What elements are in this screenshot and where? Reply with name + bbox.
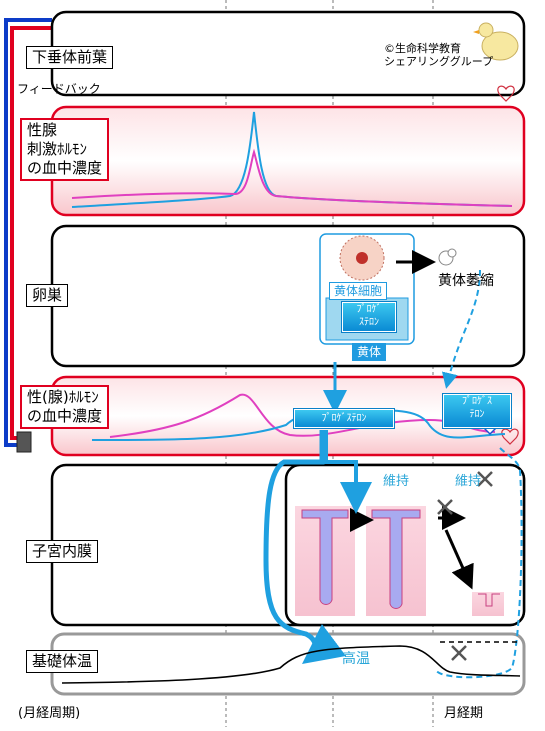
progesterone-to-bbt-arrow (263, 430, 346, 665)
maintain-label-1: 維持 (383, 474, 410, 489)
row-label-sex-hormone: 性(腺)ﾎﾙﾓﾝ の血中濃度 (20, 385, 110, 429)
bbt-panel (50, 632, 526, 696)
oocyte-icon (339, 235, 385, 281)
fsh-curve (71, 148, 513, 207)
row-label-ovary: 卵巣 (26, 284, 69, 307)
row-label-endometrium: 子宮内膜 (26, 540, 99, 563)
feedback-lines (4, 18, 52, 453)
row-label-pituitary: 下垂体前葉 (26, 46, 114, 69)
heart-icon (497, 85, 515, 102)
feedback-label: フィードバック (17, 82, 101, 96)
row-label-bbt: 基礎体温 (26, 650, 99, 673)
atrophy-label: 黄体萎縮 (438, 273, 494, 289)
atrophied-body-icon (438, 248, 457, 266)
shed-arrow (444, 529, 474, 590)
row-label-gonadotropin: 性腺 刺激ﾎﾙﾓﾝ の血中濃度 (20, 118, 110, 181)
progesterone-badge-ovary: ﾌﾟﾛｹﾞ ｽﾃﾛﾝ (342, 302, 396, 332)
feedback-dashed-loop (435, 469, 523, 679)
bbt-curve (61, 645, 521, 684)
gonadotropin-panel (50, 105, 526, 217)
menses-label: 月経期 (444, 706, 484, 721)
endometrium-tissue-2 (366, 506, 426, 616)
copyright-text: ©生命科学教育 シェアリンググループ (384, 42, 494, 68)
high-temp-label: 高温 (342, 651, 370, 667)
endometrium-tissue-shed (472, 592, 504, 616)
progesterone-to-endometrium-arrow (324, 430, 372, 514)
cross-mark-icon (437, 471, 493, 661)
decline-dashed-arrow (441, 269, 481, 389)
corpus-luteum-label: 黄体 (352, 343, 387, 361)
chick-mascot-icon (473, 22, 519, 61)
luteal-cell-label: 黄体細胞 (329, 282, 388, 300)
estrogen-curve (109, 393, 496, 438)
progesterone-badge-mid: ﾌﾟﾛｹﾞｽﾃﾛﾝ (294, 409, 394, 428)
progesterone-badge-right: ﾌﾟﾛｹﾞｽ ﾃﾛﾝ (443, 394, 511, 428)
menstrual-cycle-label: (月経周期) (18, 706, 81, 721)
endometrium-tissue-1 (295, 506, 355, 616)
ovary-panel (50, 224, 526, 368)
heart-icon (501, 428, 519, 445)
maintain-label-2: 維持 (455, 474, 482, 489)
